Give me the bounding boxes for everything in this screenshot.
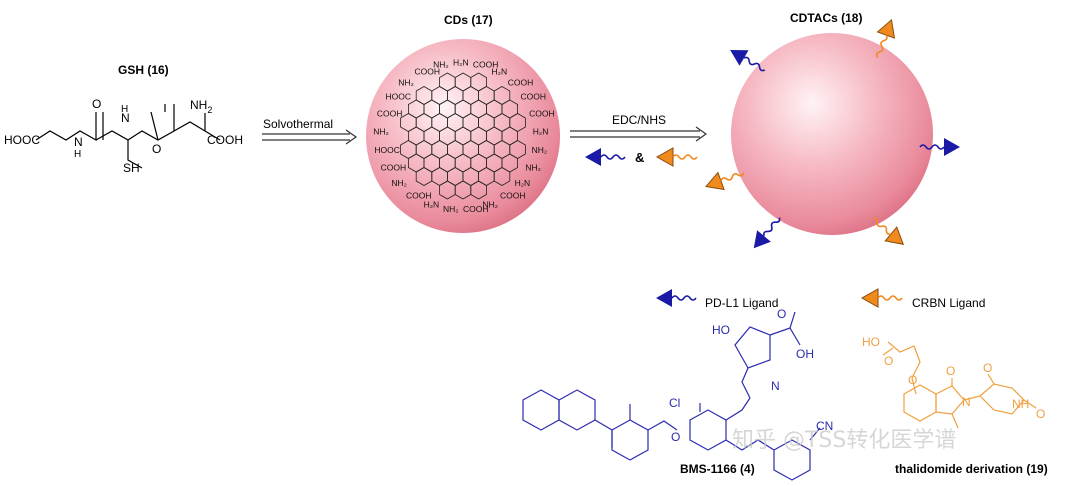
gsh-o2: O	[152, 142, 161, 156]
legend: PD-L1 Ligand CRBN Ligand	[655, 288, 985, 310]
surface-group-label: COOH	[473, 60, 499, 70]
lattice-hexagon	[470, 180, 487, 200]
bms-cl: Cl	[669, 396, 680, 410]
thal-n: N	[962, 395, 971, 409]
surface-group-label: NH₂	[373, 126, 389, 136]
surface-group-label: COOH	[529, 108, 555, 118]
bms-o: O	[671, 430, 680, 444]
surface-group-label: NH₂	[525, 162, 541, 172]
surface-group-label: NH₂	[391, 178, 407, 188]
gsh-o1: O	[92, 97, 101, 111]
legend-pdl1: PD-L1 Ligand	[705, 296, 778, 310]
gsh-nh2: NH2	[190, 98, 212, 115]
legend-crbn: CRBN Ligand	[912, 296, 985, 310]
cdtacs-title: CDTACs (18)	[790, 11, 862, 25]
surface-group-label: H₂N	[424, 199, 440, 209]
gsh-structure: GSH (16) HOOC N H O N H O NH2 COOH SH	[4, 63, 243, 175]
surface-group-label: COOH	[377, 108, 403, 118]
solvothermal-arrow: Solvothermal	[262, 117, 358, 145]
bms-o2: O	[777, 307, 786, 321]
thal-ho: HO	[862, 335, 880, 349]
surface-group-label: HOOC	[374, 145, 400, 155]
cdtacs-particle: CDTACs (18)	[702, 11, 961, 255]
surface-group-label: H₂N	[453, 57, 469, 67]
thal-o3: O	[946, 364, 955, 378]
pdl1-ligand-icon	[655, 288, 697, 308]
gsh-sh: SH	[123, 161, 140, 175]
crbn-ligand-icon	[861, 288, 903, 308]
edc-nhs-arrow: EDC/NHS &	[570, 113, 708, 167]
thalidomide-name: thalidomide derivation (19)	[895, 462, 1048, 476]
surface-group-label: HOOC	[386, 92, 412, 102]
surface-group-label: NH₂	[443, 204, 459, 214]
thalidomide-structure	[882, 341, 1037, 429]
gsh-title: GSH (16)	[118, 63, 169, 77]
surface-group-label: NH₂	[433, 60, 449, 70]
pdl1-ligand-icon	[584, 147, 626, 167]
thalidomide-labels: HO O O O N O NH O	[862, 335, 1045, 421]
thal-o5: O	[1036, 407, 1045, 421]
cds-sphere	[366, 39, 560, 233]
lattice-hexagon	[493, 167, 511, 186]
thal-o2: O	[908, 373, 917, 387]
surface-group-label: H₂N	[533, 126, 549, 136]
watermark: 知乎 @TSS转化医学谱	[732, 428, 956, 453]
edc-nhs-label: EDC/NHS	[612, 113, 666, 127]
gsh-h1: H	[74, 149, 81, 160]
cds-title: CDs (17)	[444, 13, 493, 27]
surface-group-label: NH₂	[398, 77, 414, 87]
crbn-ligand-icon	[656, 147, 698, 167]
bms-cn: CN	[816, 419, 833, 433]
bms-n: N	[771, 379, 780, 393]
thal-nh: NH	[1012, 397, 1029, 411]
surface-group-label: NH₂	[482, 199, 498, 209]
thal-o4: O	[983, 361, 992, 375]
surface-group-label: COOH	[508, 77, 534, 87]
surface-group-label: COOH	[463, 204, 489, 214]
gsh-n1: N	[74, 135, 83, 149]
surface-group-label: COOH	[500, 191, 526, 201]
surface-group-label: H₂N	[515, 178, 531, 188]
surface-group-label: COOH	[406, 191, 432, 201]
bms-oh: OH	[796, 347, 814, 361]
gsh-cooh: COOH	[207, 133, 243, 147]
cdtacs-sphere	[731, 33, 933, 235]
gsh-h2: H	[121, 104, 128, 115]
surface-group-label: COOH	[415, 67, 441, 77]
solvothermal-label: Solvothermal	[263, 117, 333, 131]
surface-group-label: NH₂	[532, 145, 548, 155]
thal-o1: O	[884, 354, 893, 368]
surface-group-label: COOH	[521, 92, 547, 102]
graphitic-lattice	[400, 72, 526, 200]
gsh-hooc: HOOC	[4, 133, 40, 147]
bms-ho: HO	[712, 323, 730, 337]
bms-1166-labels: HO OH N Cl O CN O	[669, 307, 833, 444]
surface-group-label: COOH	[381, 162, 407, 172]
gsh-nh: N	[121, 111, 130, 125]
bms-name: BMS-1166 (4)	[680, 462, 755, 476]
bms-1166-structure	[522, 311, 821, 481]
surface-group-label: H₂N	[492, 67, 508, 77]
ampersand: &	[635, 150, 644, 165]
